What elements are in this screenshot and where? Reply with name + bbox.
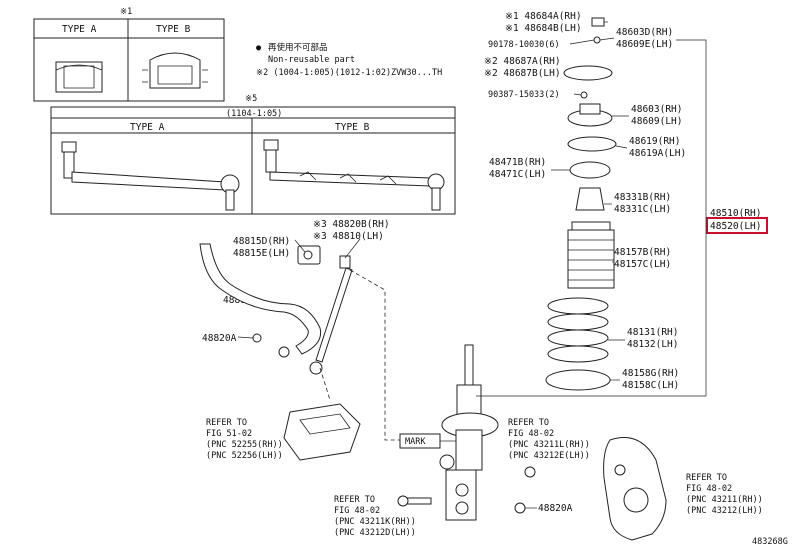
- part-label: 48158C(LH): [622, 380, 679, 391]
- part-label: 48471B(RH): [489, 157, 546, 168]
- part-label: 48619(RH): [629, 136, 680, 147]
- refer-label: (PNC 43212E(LH)): [508, 451, 590, 461]
- cap-type-b-drawing: [142, 52, 208, 89]
- refer-label: FIG 48-02: [686, 484, 732, 494]
- bolt-drawing: [397, 495, 432, 507]
- refer-label: (PNC 43212(LH)): [686, 506, 763, 516]
- stabilizer-bar-drawing: [199, 243, 353, 375]
- part-label: 48619A(LH): [629, 148, 686, 159]
- refer-label: FIG 48-02: [334, 506, 380, 516]
- part-label: 48811: [223, 295, 252, 306]
- note5-label: ※5: [245, 94, 257, 104]
- upper-stack-drawing: [563, 17, 617, 289]
- link-type-a-drawing: [61, 141, 240, 211]
- part-label: 90178-10030(6): [488, 40, 560, 50]
- refer-label: (PNC 43212D(LH)): [334, 528, 416, 538]
- refer-label: REFER TO: [508, 418, 549, 428]
- note1-label: ※1: [120, 7, 132, 17]
- refer-label: (PNC 43211L(RH)): [508, 440, 590, 450]
- part-label: 48331C(LH): [614, 204, 671, 215]
- legend-line1: 再使用不可部品: [268, 42, 328, 53]
- refer-label: FIG 48-02: [508, 429, 554, 439]
- nut-drawing: [514, 466, 536, 514]
- part-label: 48603(RH): [631, 104, 682, 115]
- part-label: 48131(RH): [627, 327, 678, 338]
- mark-label: MARK: [405, 437, 426, 447]
- part-label: ※1 48684A(RH): [505, 11, 582, 22]
- refer-label: FIG 51-02: [206, 429, 252, 439]
- part-label: 48815D(RH): [233, 236, 290, 247]
- refer-label: REFER TO: [686, 473, 727, 483]
- coil-spring-drawing: [545, 297, 611, 391]
- type-ab-box: [33, 18, 225, 102]
- type-b-label: TYPE B: [156, 24, 191, 35]
- strut-drawing: [439, 344, 499, 521]
- part-label: 48157C(LH): [614, 259, 671, 270]
- refer-label: (PNC 52255(RH)): [206, 440, 283, 450]
- part-label: ※2 48687B(LH): [484, 68, 561, 79]
- bracket-drawing: [283, 403, 361, 461]
- part-label: 48820A: [202, 333, 237, 344]
- part-label: ※1 48684B(LH): [505, 23, 582, 34]
- refer-label: (PNC 43211K(RH)): [334, 517, 416, 527]
- part-label: ※2 48687A(RH): [484, 56, 561, 67]
- note5-range: (1104-1:05): [226, 109, 282, 119]
- part-label: 90387-15033(2): [488, 90, 560, 100]
- link-type-b-drawing: [263, 139, 445, 211]
- part-label: 48132(LH): [627, 339, 678, 350]
- figure-code: 483268G: [752, 537, 788, 547]
- refer-label: REFER TO: [206, 418, 247, 428]
- part-label: 48609E(LH): [616, 39, 673, 50]
- type-a-label: TYPE A: [62, 24, 97, 35]
- highlight-box: [706, 217, 768, 234]
- part-label: ※3 48810(LH): [313, 231, 384, 242]
- bullet: ●: [256, 43, 262, 53]
- knuckle-drawing: [603, 437, 667, 541]
- part-label: 48157B(RH): [614, 247, 671, 258]
- part-label: 48471C(LH): [489, 169, 546, 180]
- refer-label: REFER TO: [334, 495, 375, 505]
- part-label: 48609(LH): [631, 116, 682, 127]
- part-label: 48815E(LH): [233, 248, 290, 259]
- part-label: 48510(RH): [710, 208, 761, 219]
- part-label: ※3 48820B(RH): [313, 219, 390, 230]
- part-label: 48331B(RH): [614, 192, 671, 203]
- part-label: 48158G(RH): [622, 368, 679, 379]
- legend-line2: Non-reusable part: [268, 55, 355, 65]
- cap-type-a-drawing: [55, 61, 103, 93]
- part-label: 48603D(RH): [616, 27, 673, 38]
- link-type-b-label: TYPE B: [335, 122, 370, 133]
- legend-line3: ※2 (1004-1:005)(1012-1:02)ZVW30...TH: [256, 68, 442, 78]
- link-type-a-label: TYPE A: [130, 122, 165, 133]
- part-label: 48820A: [538, 503, 573, 514]
- refer-label: (PNC 43211(RH)): [686, 495, 763, 505]
- refer-label: (PNC 52256(LH)): [206, 451, 283, 461]
- part-label-48520-lh: 48520(LH): [710, 221, 761, 232]
- link-type-box: [50, 106, 456, 215]
